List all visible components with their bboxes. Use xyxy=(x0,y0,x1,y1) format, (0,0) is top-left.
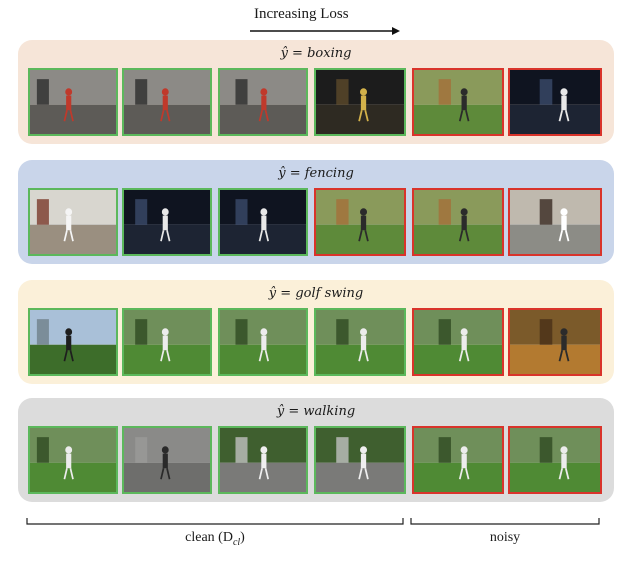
video-frame-noisy xyxy=(314,188,406,256)
thumbnail-image xyxy=(220,428,306,492)
increasing-loss-indicator: Increasing Loss xyxy=(250,4,400,35)
increasing-loss-label: Increasing Loss xyxy=(254,6,349,22)
noisy-bracket xyxy=(410,516,600,530)
panel-walking: ŷ = walking xyxy=(18,398,614,502)
video-frame-clean xyxy=(314,426,406,494)
video-frame-noisy xyxy=(412,426,504,494)
video-frame-noisy xyxy=(412,308,504,376)
video-frame-noisy xyxy=(412,188,504,256)
video-frame-clean xyxy=(28,426,118,494)
prediction-title: ŷ = fencing xyxy=(278,166,354,181)
video-frame-noisy xyxy=(508,308,602,376)
thumbnail-image xyxy=(124,190,210,254)
thumbnail-image xyxy=(414,70,502,134)
prediction-label: boxing xyxy=(307,46,352,61)
thumbnail-image xyxy=(414,310,502,374)
video-frame-clean xyxy=(218,188,308,256)
thumbnail-image xyxy=(30,428,116,492)
prediction-label: walking xyxy=(303,404,356,419)
thumbnail-image xyxy=(220,190,306,254)
clean-label: clean (Dcl) xyxy=(185,530,245,548)
video-frame-noisy xyxy=(508,188,602,256)
thumbnail-image xyxy=(220,310,306,374)
prediction-title: ŷ = golf swing xyxy=(268,286,364,301)
thumbnail-image xyxy=(316,70,404,134)
thumbnail-image xyxy=(30,310,116,374)
video-frame-clean xyxy=(218,68,308,136)
panel-boxing: ŷ = boxing xyxy=(18,40,614,144)
video-frame-noisy xyxy=(508,426,602,494)
clean-bracket xyxy=(26,516,404,530)
video-frame-noisy xyxy=(412,68,504,136)
noisy-label: noisy xyxy=(489,530,521,545)
video-frame-clean xyxy=(122,68,212,136)
thumbnail-image xyxy=(510,310,600,374)
thumbnail-image xyxy=(510,190,600,254)
thumbnail-image xyxy=(414,190,502,254)
thumbnail-image xyxy=(414,428,502,492)
thumbnail-image xyxy=(510,70,600,134)
video-frame-clean xyxy=(122,308,212,376)
prediction-label: fencing xyxy=(304,166,354,181)
video-frame-clean xyxy=(218,426,308,494)
video-frame-clean xyxy=(314,68,406,136)
right-arrow-icon xyxy=(250,27,400,35)
video-frame-clean xyxy=(28,68,118,136)
thumbnail-image xyxy=(124,428,210,492)
video-frame-clean xyxy=(218,308,308,376)
thumbnail-image xyxy=(316,190,404,254)
video-frame-clean xyxy=(314,308,406,376)
video-frame-clean xyxy=(122,426,212,494)
thumbnail-image xyxy=(316,310,404,374)
prediction-title: ŷ = boxing xyxy=(280,46,352,61)
thumbnail-image xyxy=(30,70,116,134)
video-frame-clean xyxy=(122,188,212,256)
video-frame-noisy xyxy=(508,68,602,136)
thumbnail-image xyxy=(124,310,210,374)
panel-fencing: ŷ = fencing xyxy=(18,160,614,264)
thumbnail-image xyxy=(220,70,306,134)
panel-golf-swing: ŷ = golf swing xyxy=(18,280,614,384)
thumbnail-image xyxy=(510,428,600,492)
video-frame-clean xyxy=(28,188,118,256)
video-frame-clean xyxy=(28,308,118,376)
prediction-title: ŷ = walking xyxy=(276,404,356,419)
thumbnail-image xyxy=(316,428,404,492)
prediction-label: golf swing xyxy=(295,286,364,301)
thumbnail-image xyxy=(30,190,116,254)
thumbnail-image xyxy=(124,70,210,134)
